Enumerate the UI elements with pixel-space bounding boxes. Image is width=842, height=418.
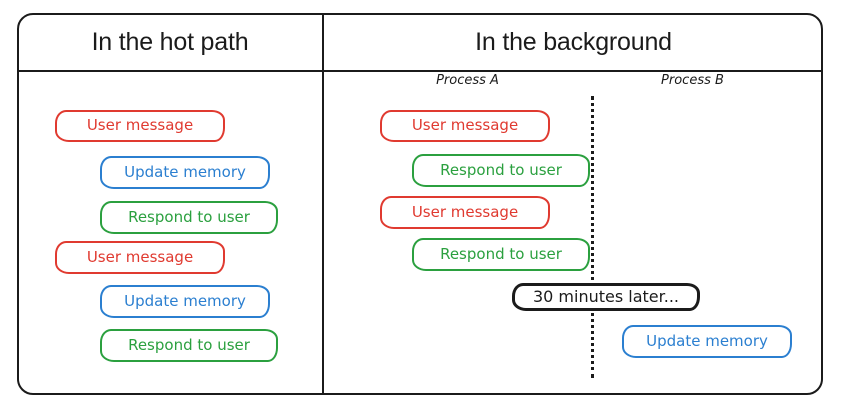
process-a-step-respond-to-user-1: Respond to user <box>412 154 590 187</box>
node-label: User message <box>411 116 519 134</box>
node-label: User message <box>86 247 194 266</box>
hot-path-step-user-message-2: User message <box>55 241 225 274</box>
process-a-step-respond-to-user-2: Respond to user <box>412 238 590 271</box>
node-label: Update memory <box>124 162 246 181</box>
node-label: User message <box>86 116 194 134</box>
hot-path-step-respond-to-user-1: Respond to user <box>100 201 278 234</box>
hot-path-step-update-memory-2: Update memory <box>100 285 270 318</box>
node-label: User message <box>411 202 519 221</box>
node-label: Respond to user <box>128 207 250 226</box>
hot-path-step-user-message-1: User message <box>55 110 225 142</box>
hot-path-step-respond-to-user-2: Respond to user <box>100 329 278 362</box>
process-boundary-dotted-line <box>591 96 594 378</box>
node-label: Respond to user <box>440 160 562 179</box>
node-label: Update memory <box>124 291 246 310</box>
header-divider <box>17 70 823 72</box>
node-label: Update memory <box>646 331 768 350</box>
time-gap-badge: 30 minutes later... <box>512 283 700 311</box>
time-gap-label: 30 minutes later... <box>532 286 680 306</box>
panel-title-hot-path: In the hot path <box>91 28 249 56</box>
process-b-label: Process B <box>661 73 724 88</box>
panel-divider <box>322 13 324 395</box>
panel-title-background: In the background <box>475 28 672 56</box>
node-label: Respond to user <box>128 335 250 354</box>
process-a-step-user-message-1: User message <box>380 110 550 142</box>
process-a-label: Process A <box>436 73 499 88</box>
hot-path-step-update-memory-1: Update memory <box>100 156 270 189</box>
process-a-step-user-message-2: User message <box>380 196 550 229</box>
process-b-step-update-memory: Update memory <box>622 325 792 358</box>
node-label: Respond to user <box>440 244 562 263</box>
